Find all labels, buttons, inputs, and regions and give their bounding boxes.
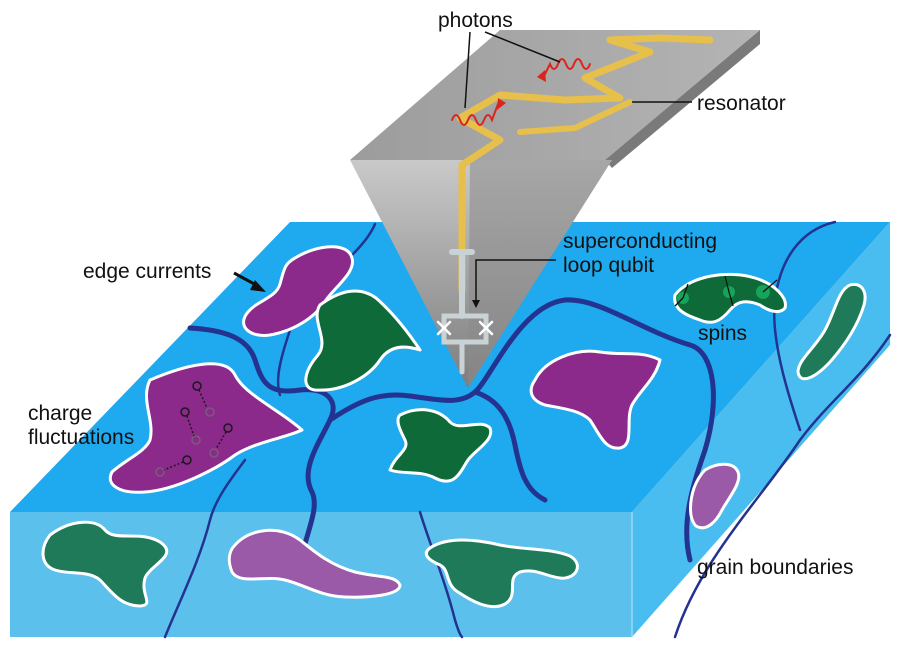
charge-arrow <box>163 461 184 471</box>
label-photons: photons <box>438 9 513 32</box>
charge-circle <box>180 407 190 417</box>
charge-circle <box>192 381 202 391</box>
resonator-meander <box>517 99 633 135</box>
charge-circle <box>205 407 215 417</box>
magenta-domain <box>689 462 741 530</box>
text-labels: photons resonator superconducting loop q… <box>28 9 853 579</box>
resonator <box>456 34 714 294</box>
josephson-junction <box>436 320 452 336</box>
green-domain <box>388 408 493 483</box>
leader-lines <box>233 31 692 308</box>
photon-arrowhead <box>497 98 506 110</box>
teal-domain <box>41 520 169 608</box>
label-spins: spins <box>698 322 747 345</box>
photon-wave <box>543 58 591 77</box>
magenta-domain <box>227 528 402 599</box>
resonator-meander <box>456 34 714 294</box>
charge-circle <box>191 435 201 445</box>
spin-arrow <box>728 291 734 307</box>
grain-boundary-line <box>418 510 464 639</box>
label-loop-qubit: loop qubit <box>563 254 654 277</box>
magenta-domain <box>529 349 662 450</box>
grain-boundary-line <box>163 458 247 639</box>
leader-line <box>475 259 556 303</box>
label-superconducting: superconducting <box>563 230 717 253</box>
label-fluctuations: fluctuations <box>28 426 134 449</box>
label-edge-currents: edge currents <box>83 260 211 283</box>
leader-arrowhead <box>472 300 480 308</box>
spin-arrow <box>724 275 730 293</box>
leader-line <box>484 31 561 63</box>
slab-right-face <box>632 222 890 637</box>
leader-arrowhead <box>250 280 266 292</box>
charge-arrow <box>186 415 195 437</box>
label-grain-boundaries: grain boundaries <box>697 556 853 579</box>
photon-wave <box>451 103 499 126</box>
josephson-junction <box>478 320 494 336</box>
label-charge: charge <box>28 402 92 425</box>
grain-boundary-line <box>187 325 336 563</box>
spins <box>674 275 778 307</box>
grain-boundary-line <box>673 333 892 639</box>
loop-qubit <box>436 249 494 375</box>
charge-fluctuations <box>155 381 233 477</box>
spin-arrow <box>674 297 684 307</box>
photons <box>451 58 591 126</box>
probe-tip-shade <box>468 160 612 388</box>
spin-arrow <box>682 283 689 299</box>
front-domains <box>41 520 579 609</box>
teal-domain <box>796 282 867 381</box>
magenta-domain-charge <box>108 362 304 494</box>
grain-boundary-line <box>472 389 548 503</box>
magenta-domain <box>242 245 354 337</box>
charge-circle <box>209 448 219 458</box>
spin-arrow <box>762 279 778 293</box>
grain-boundary-line <box>327 297 716 563</box>
probe-strip <box>350 30 760 160</box>
charge-arrow <box>215 431 227 450</box>
photon-arrowhead <box>537 70 546 82</box>
green-domain <box>304 289 422 392</box>
label-resonator: resonator <box>697 92 786 115</box>
charge-circle <box>155 467 165 477</box>
leader-line <box>464 31 471 109</box>
charge-arrow <box>198 389 208 409</box>
charge-circle <box>223 423 233 433</box>
green-domain-spins <box>673 272 787 324</box>
probe <box>350 30 760 388</box>
teal-domain <box>424 538 579 609</box>
probe-strip-edge <box>605 30 760 168</box>
surface-domains <box>108 245 867 530</box>
charge-circle <box>182 455 192 465</box>
